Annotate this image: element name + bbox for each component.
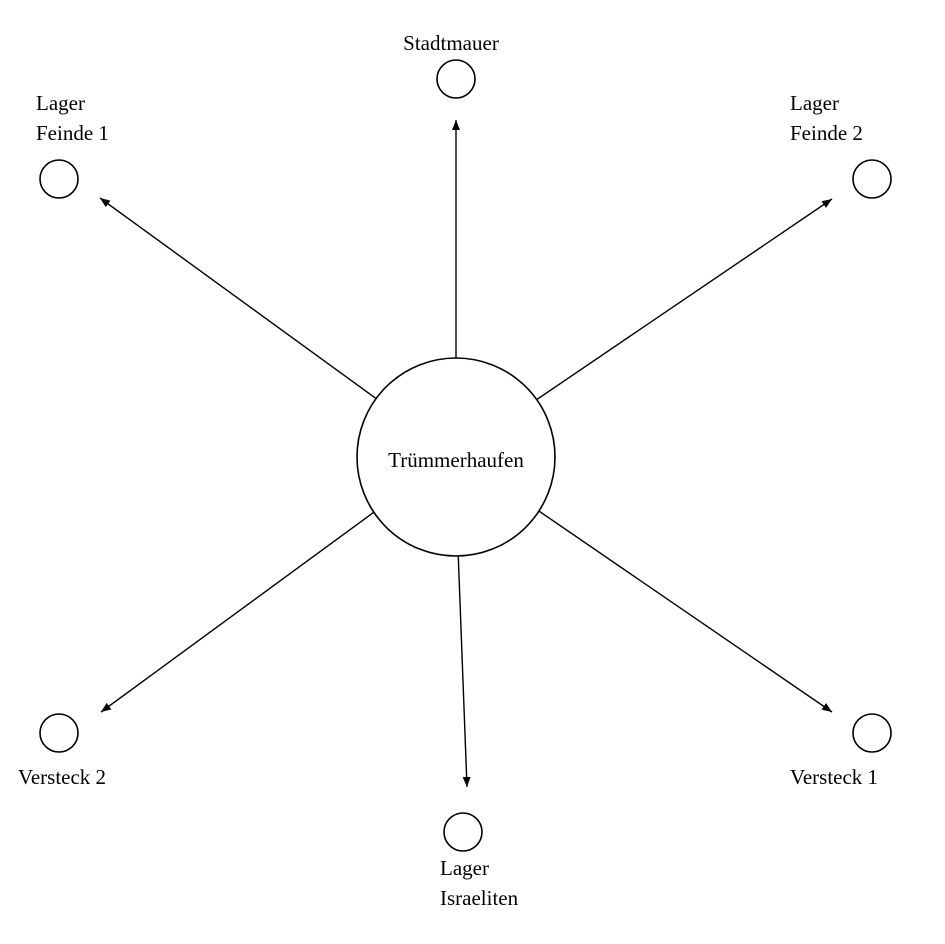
node-lager-feinde-1: Lager Feinde 1	[36, 91, 109, 199]
node-lager-feinde-1-label-line-2: Feinde 1	[36, 121, 109, 145]
node-versteck-2-label: Versteck 2	[18, 765, 106, 789]
center-node-label: Trümmerhaufen	[388, 448, 524, 472]
node-lager-israeliten-circle	[443, 812, 483, 852]
node-lager-feinde-2-label-line-2: Feinde 2	[790, 121, 863, 145]
node-versteck-2: Versteck 2	[18, 713, 106, 789]
node-lager-feinde-1-label-line-1: Lager	[36, 91, 85, 115]
node-lager-feinde-2-label-line-1: Lager	[790, 91, 839, 115]
node-versteck-1-circle	[852, 713, 892, 753]
edge-versteck-2	[100, 495, 397, 713]
node-lager-feinde-1-circle	[39, 159, 79, 199]
node-versteck-2-circle	[39, 713, 79, 753]
node-stadtmauer-circle	[436, 59, 476, 99]
node-lager-israeliten-label-line-1: Lager	[440, 856, 489, 880]
node-lager-feinde-2: Lager Feinde 2	[790, 91, 892, 199]
node-lager-feinde-2-circle	[852, 159, 892, 199]
node-lager-israeliten: Lager Israeliten	[440, 812, 519, 910]
edge-lager-feinde-2	[516, 198, 833, 414]
center-node-circle	[356, 357, 556, 557]
node-stadtmauer-label: Stadtmauer	[403, 31, 499, 55]
node-versteck-1: Versteck 1	[790, 713, 892, 789]
edge-versteck-1	[516, 495, 833, 713]
node-stadtmauer: Stadtmauer	[403, 31, 499, 99]
edge-lager-feinde-1	[99, 197, 397, 414]
node-lager-israeliten-label-line-2: Israeliten	[440, 886, 519, 910]
node-versteck-1-label: Versteck 1	[790, 765, 878, 789]
center-node: Trümmerhaufen	[356, 357, 556, 557]
